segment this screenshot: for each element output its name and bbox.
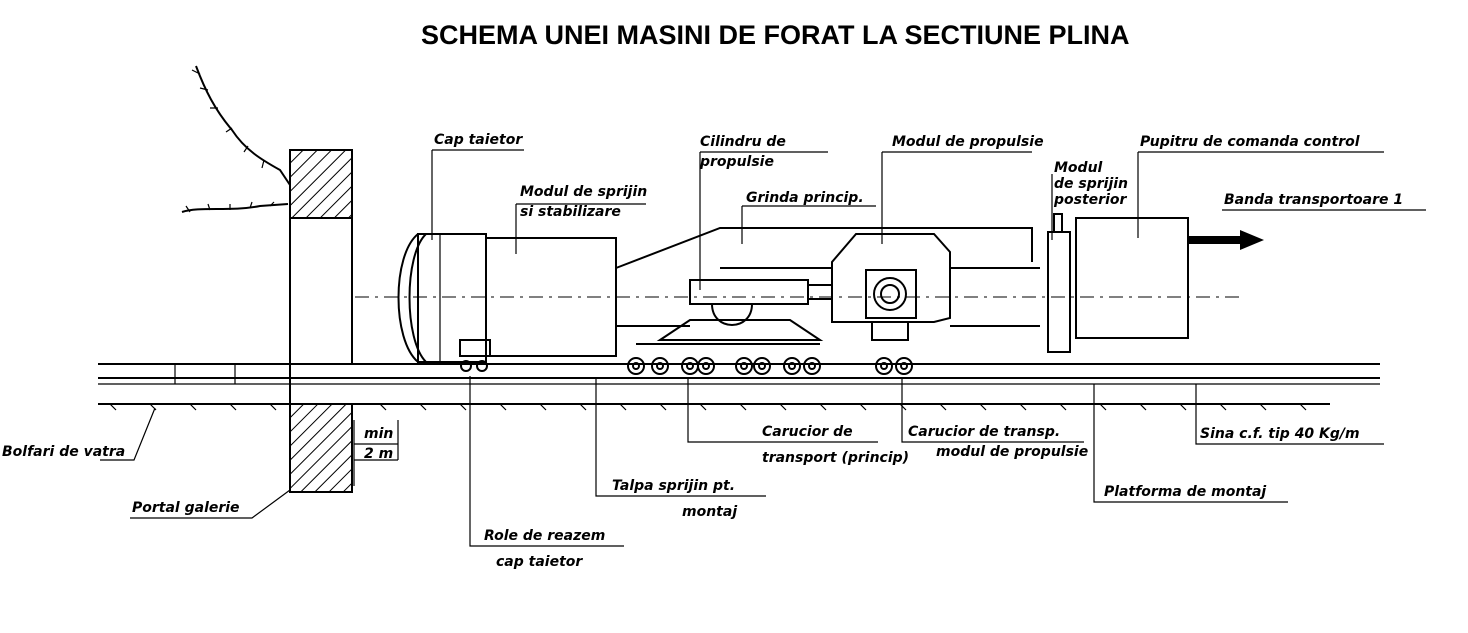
propulsion-cylinder (689, 279, 833, 326)
main-beam (615, 227, 1040, 327)
label-role-1: Role de reazem (484, 528, 605, 544)
rock-face-icon (181, 65, 291, 213)
label-cap-taietor: Cap taietor (434, 132, 523, 148)
label-sina: Sina c.f. tip 40 Kg/m (1200, 426, 1360, 442)
propulsion-module (831, 233, 951, 375)
label-modul-post-3: posterior (1053, 192, 1127, 208)
label-car-trans-1: Carucior de (762, 424, 853, 440)
portal-wall (289, 149, 353, 493)
label-2m: 2 m (364, 446, 393, 462)
label-bolovani: Bolfari de vatra (2, 444, 125, 460)
label-talpa-2: montaj (682, 504, 737, 520)
label-car-prop-1: Carucior de transp. (908, 424, 1060, 440)
label-talpa-1: Talpa sprijin pt. (612, 478, 735, 494)
label-modul-propulsie: Modul de propulsie (892, 134, 1044, 150)
support-rollers (459, 339, 491, 372)
label-portal: Portal galerie (132, 500, 240, 516)
label-modul-sprijin-2: si stabilizare (520, 204, 621, 220)
right-arrow-icon (1188, 230, 1264, 250)
leader-lines (100, 149, 1426, 547)
cutter-head (397, 233, 487, 363)
label-grinda: Grinda princip. (746, 190, 864, 206)
diagram-title: SCHEMA UNEI MASINI DE FORAT LA SECTIUNE … (421, 20, 1130, 50)
label-modul-post-2: de sprijin (1054, 176, 1128, 192)
label-role-2: cap taietor (496, 554, 583, 570)
label-platforma: Platforma de montaj (1104, 484, 1266, 500)
label-min: min (364, 426, 393, 442)
label-car-trans-2: transport (princip) (762, 450, 909, 466)
rear-support-module (1047, 213, 1071, 353)
control-console (1075, 217, 1189, 339)
label-banda: Banda transportoare 1 (1224, 192, 1403, 208)
label-cilindru-2: propulsie (699, 154, 774, 170)
label-cilindru-1: Cilindru de (700, 134, 786, 150)
label-modul-post-1: Modul (1054, 160, 1103, 176)
main-transport-trolley (627, 319, 824, 375)
label-car-prop-2: modul de propulsie (936, 444, 1088, 460)
label-modul-sprijin-1: Modul de sprijin (520, 184, 647, 200)
label-pupitru: Pupitru de comanda control (1140, 134, 1360, 150)
